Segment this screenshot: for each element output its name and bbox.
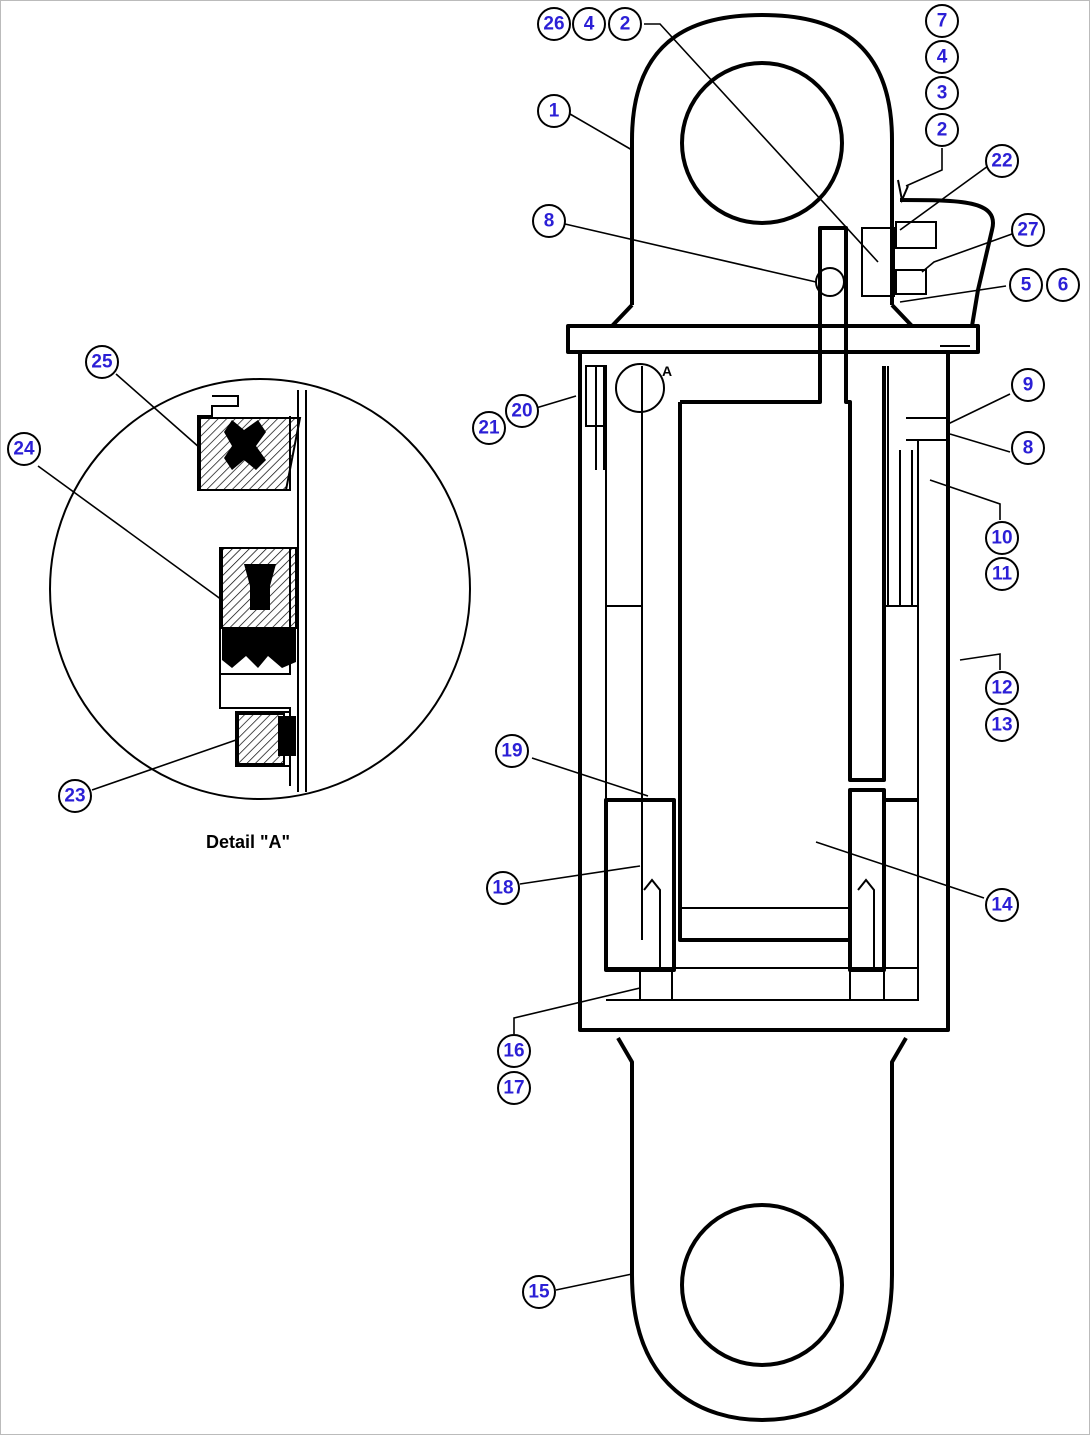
svg-text:4: 4 — [937, 47, 948, 68]
callout-10: 10 — [985, 521, 1019, 555]
callout-5: 5 — [1009, 268, 1043, 302]
svg-text:8: 8 — [1023, 438, 1034, 459]
callout-4: 4 — [925, 40, 959, 74]
svg-text:8: 8 — [544, 211, 555, 232]
callout-19: 19 — [495, 734, 529, 768]
lower-pin-bore — [680, 1203, 844, 1367]
svg-text:10: 10 — [991, 528, 1012, 549]
detail-caption: Detail "A" — [206, 832, 290, 852]
base-eye-lower — [616, 1036, 908, 1422]
callout-12: 12 — [985, 671, 1019, 705]
callout-13: 13 — [985, 708, 1019, 742]
svg-text:20: 20 — [511, 401, 532, 422]
svg-text:23: 23 — [64, 786, 85, 807]
svg-text:16: 16 — [503, 1041, 524, 1062]
callout-17: 17 — [497, 1071, 531, 1105]
callout-14: 14 — [985, 888, 1019, 922]
callout-2: 2 — [925, 113, 959, 147]
svg-text:9: 9 — [1023, 375, 1034, 396]
callout-20: 20 — [505, 394, 539, 428]
callout-15: 15 — [522, 1275, 556, 1309]
callout-4: 4 — [572, 7, 606, 41]
svg-text:4: 4 — [584, 14, 595, 35]
svg-text:15: 15 — [528, 1282, 550, 1303]
callout-8: 8 — [1011, 431, 1045, 465]
callout-9: 9 — [1011, 368, 1045, 402]
valve-assembly — [815, 179, 995, 327]
svg-text:12: 12 — [991, 678, 1012, 699]
callout-27: 27 — [1011, 213, 1045, 247]
svg-text:19: 19 — [501, 741, 522, 762]
svg-text:5: 5 — [1021, 275, 1032, 296]
callout-16: 16 — [497, 1034, 531, 1068]
detail-callout-letter: A — [662, 363, 672, 379]
callout-7: 7 — [925, 4, 959, 38]
callout-1: 1 — [537, 94, 571, 128]
callout-2: 2 — [608, 7, 642, 41]
svg-text:26: 26 — [543, 14, 564, 35]
callout-6: 6 — [1046, 268, 1080, 302]
svg-text:11: 11 — [992, 564, 1013, 585]
svg-text:21: 21 — [478, 418, 500, 439]
callout-18: 18 — [486, 871, 520, 905]
callout-8: 8 — [532, 204, 566, 238]
seal-24 — [221, 547, 297, 668]
svg-text:14: 14 — [991, 895, 1013, 916]
seal-25 — [199, 417, 302, 491]
callout-21: 21 — [472, 411, 506, 445]
callout-22: 22 — [985, 144, 1019, 178]
callout-24: 24 — [7, 432, 41, 466]
svg-text:13: 13 — [991, 715, 1012, 736]
svg-text:18: 18 — [492, 878, 513, 899]
svg-text:3: 3 — [937, 83, 948, 104]
svg-text:17: 17 — [503, 1078, 524, 1099]
upper-pin-bore — [680, 61, 844, 225]
svg-text:27: 27 — [1017, 220, 1038, 241]
svg-text:1: 1 — [549, 101, 560, 122]
rod-eye-upper — [610, 13, 914, 328]
svg-text:25: 25 — [91, 352, 113, 373]
callout-11: 11 — [985, 557, 1019, 591]
callout-23: 23 — [58, 779, 92, 813]
callout-3: 3 — [925, 76, 959, 110]
cylinder-barrel — [566, 226, 980, 1032]
callout-26: 26 — [537, 7, 571, 41]
leader-lines — [37, 23, 1013, 1291]
callout-25: 25 — [85, 345, 119, 379]
svg-text:6: 6 — [1058, 275, 1069, 296]
svg-text:7: 7 — [937, 11, 948, 32]
svg-text:2: 2 — [937, 120, 948, 141]
svg-text:22: 22 — [991, 151, 1012, 172]
svg-text:2: 2 — [620, 14, 631, 35]
svg-text:24: 24 — [13, 439, 35, 460]
seal-23 — [237, 713, 296, 765]
